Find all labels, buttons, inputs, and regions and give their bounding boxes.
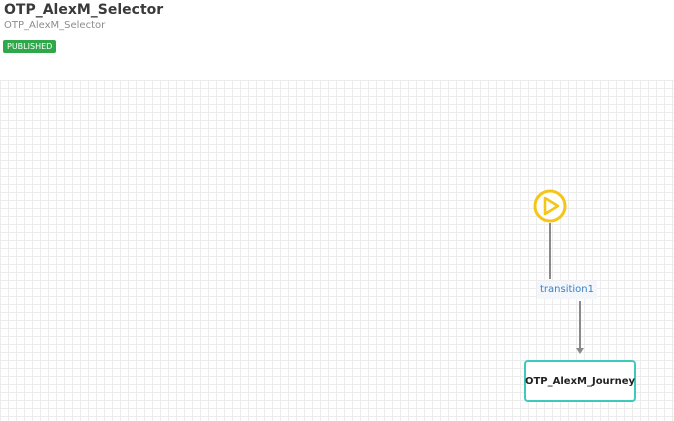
edge-transition-to-journey (579, 301, 581, 350)
arrow-head (576, 348, 584, 354)
page-subtitle: OTP_AlexM_Selector (4, 20, 106, 31)
flow-canvas[interactable]: transition1 OTP_AlexM_Journey (0, 80, 674, 421)
start-node[interactable] (533, 189, 567, 223)
status-badge: PUBLISHED (3, 40, 57, 53)
edge-start-to-transition (549, 223, 551, 279)
page-title: OTP_AlexM_Selector (4, 2, 164, 18)
journey-node[interactable]: OTP_AlexM_Journey (524, 360, 636, 402)
header: OTP_AlexM_Selector OTP_AlexM_Selector PU… (0, 0, 674, 80)
play-icon (533, 189, 567, 223)
transition-label[interactable]: transition1 (537, 281, 598, 299)
journey-node-label: OTP_AlexM_Journey (524, 375, 636, 387)
